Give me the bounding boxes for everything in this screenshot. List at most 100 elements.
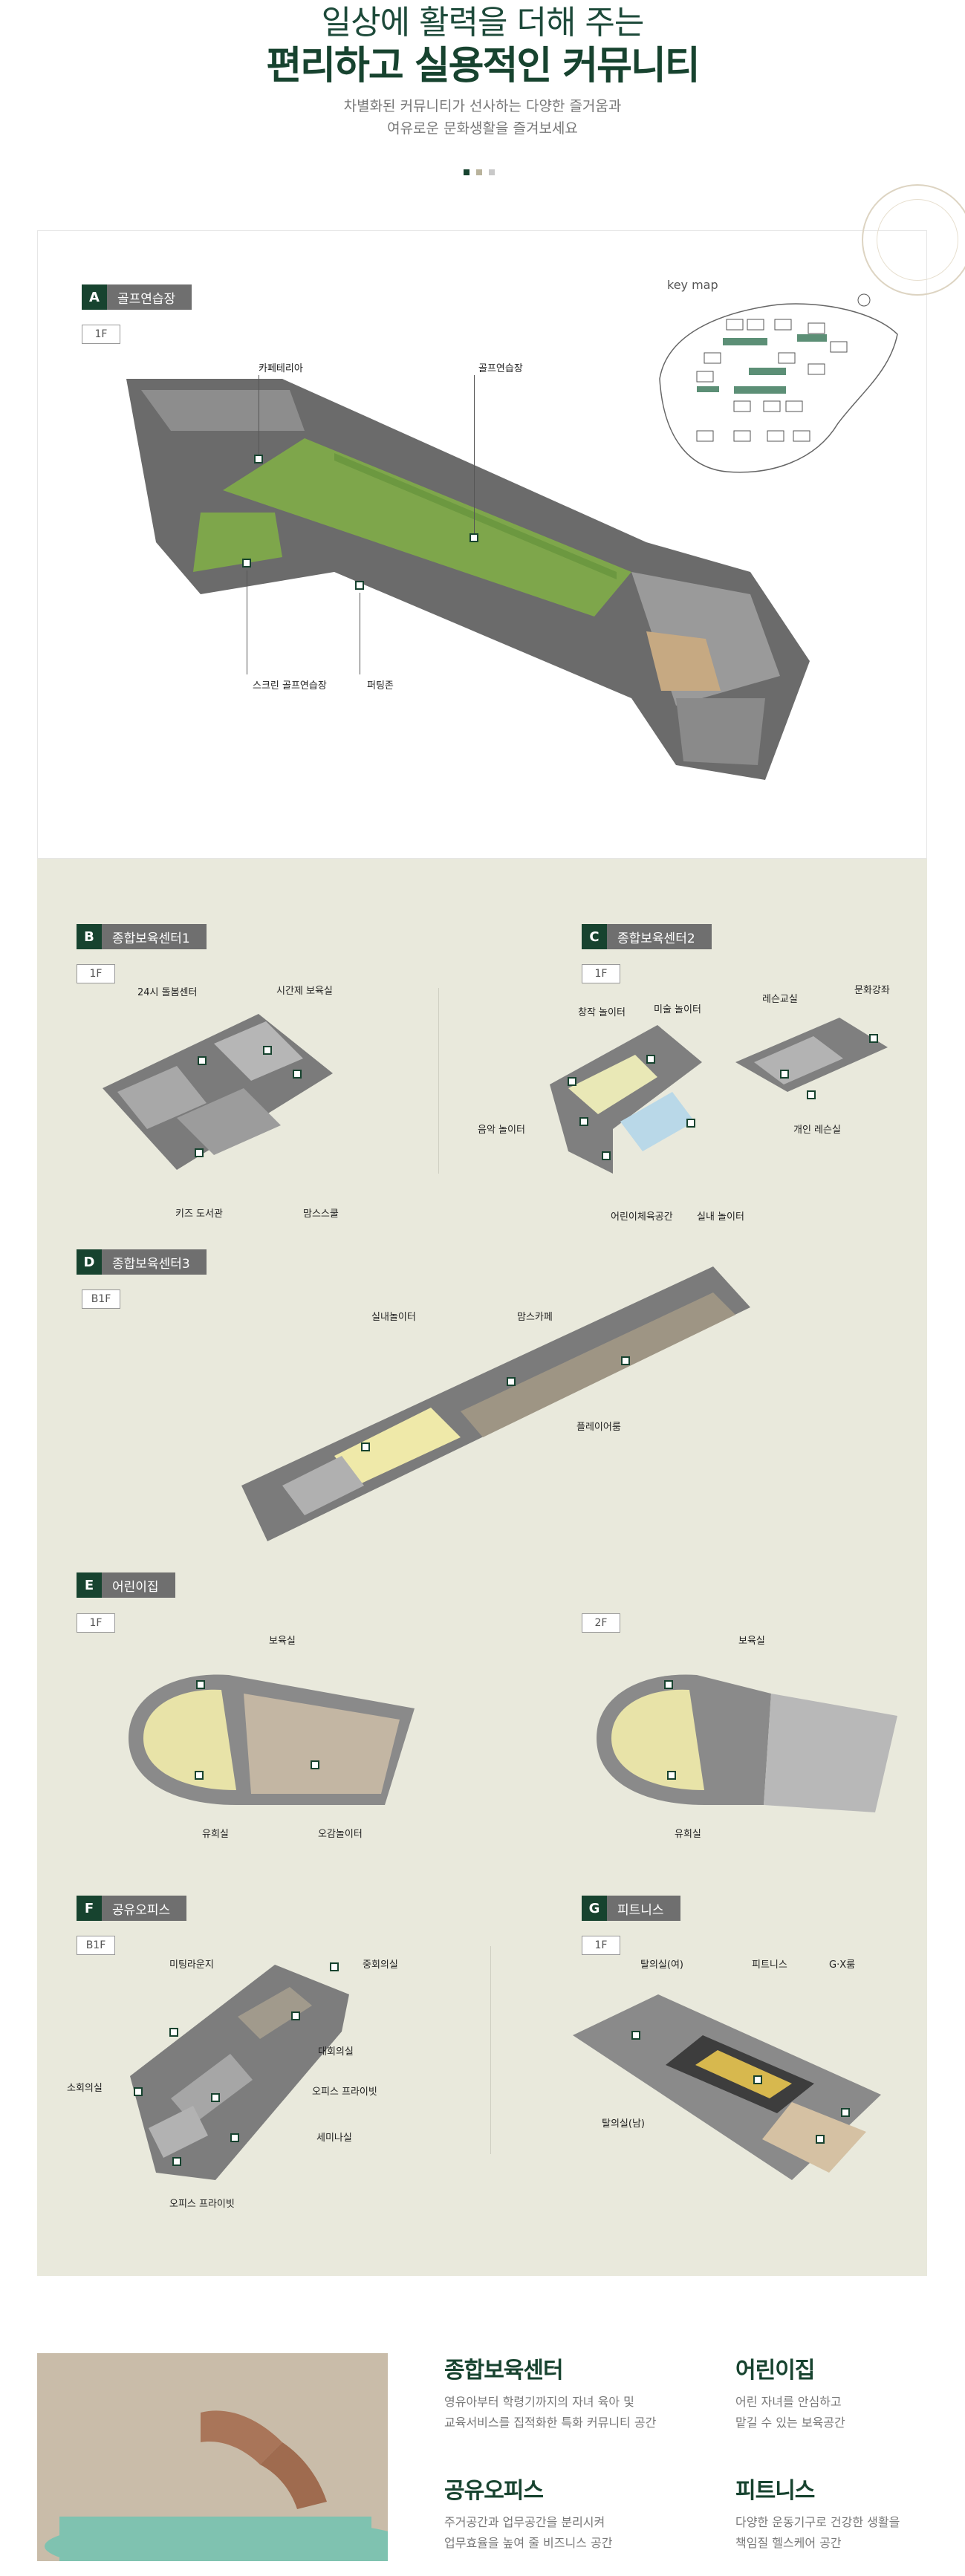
pin-moms-cafe[interactable] (507, 1377, 516, 1386)
label-sensory-play: 오감놀이터 (318, 1829, 363, 1840)
section-c-title: 종합보육센터2 (607, 924, 712, 949)
feature-daycare-desc: 어린 자녀를 안심하고 맡길 수 있는 보육공간 (735, 2395, 845, 2430)
label-24h-care: 24시 돌봄센터 (137, 987, 198, 998)
hero-subtitle-line1: 차별화된 커뮤니티가 선사하는 다양한 즐거움과 (343, 98, 622, 114)
fitness-plan (573, 1994, 881, 2180)
section-b-floor: 1F (77, 964, 115, 983)
pin-cafeteria[interactable] (254, 455, 263, 464)
daycare-2f-plan (597, 1674, 897, 1812)
carousel-dot-3[interactable] (489, 169, 495, 175)
yoga-mat-photo (37, 2353, 388, 2561)
section-c-badge: C 종합보육센터2 (582, 924, 712, 949)
pin-moms-school[interactable] (293, 1070, 302, 1079)
feature-childcare-desc: 영유아부터 학령기까지의 자녀 육아 및 교육서비스를 집적화한 특화 커뮤니티… (444, 2395, 657, 2430)
pin-indoor-playground[interactable] (361, 1443, 370, 1451)
pin-meeting-lounge[interactable] (169, 2028, 178, 2037)
pin-kids-library[interactable] (195, 1148, 204, 1157)
pin-seminar-room[interactable] (230, 2133, 239, 2142)
pin-art-play[interactable] (646, 1055, 655, 1064)
pin-locker-male[interactable] (816, 2135, 825, 2144)
feature-fitness-title: 피트니스 (735, 2478, 815, 2504)
label-screen-golf: 스크린 골프연습장 (253, 680, 327, 692)
pin-locker-female[interactable] (631, 2031, 640, 2040)
label-cafeteria: 카페테리아 (259, 363, 303, 374)
feature-childcare-title: 종합보육센터 (444, 2358, 564, 2384)
keymap-title: key map (667, 278, 718, 292)
section-e-letter: E (77, 1572, 102, 1598)
shared-office-plan (130, 1965, 349, 2180)
section-d-title: 종합보육센터3 (102, 1249, 207, 1275)
label-lesson-room: 레슨교실 (762, 994, 798, 1005)
pin-nursery-1f[interactable] (196, 1680, 205, 1689)
carousel-dots (464, 169, 495, 175)
section-f-floor: B1F (77, 1936, 115, 1955)
section-g-letter: G (582, 1896, 607, 1921)
hero-section: 일상에 활력을 더해 주는 편리하고 실용적인 커뮤니티 차별화된 커뮤니티가 … (0, 0, 965, 223)
pin-creative-play[interactable] (568, 1077, 576, 1086)
pin-player-room[interactable] (621, 1356, 630, 1365)
label-private-lesson: 개인 레슨실 (793, 1125, 841, 1136)
golf-floor-plan (126, 379, 810, 780)
childcare1-floor-plan (103, 1014, 333, 1170)
label-play-room-1f: 유희실 (202, 1829, 229, 1840)
label-golf-range: 골프연습장 (478, 363, 523, 374)
section-f-letter: F (77, 1896, 102, 1921)
pin-big-meeting[interactable] (291, 2011, 300, 2020)
pin-nursery-2f[interactable] (664, 1680, 673, 1689)
section-a-letter: A (82, 284, 107, 310)
pin-culture-class[interactable] (869, 1034, 878, 1043)
pin-fitness[interactable] (753, 2075, 762, 2084)
section-f-badge: F 공유오피스 (77, 1896, 187, 1921)
section-e-floor-1f: 1F (77, 1613, 115, 1633)
section-b-title: 종합보육센터1 (102, 924, 207, 949)
carousel-dot-2[interactable] (476, 169, 482, 175)
label-player-room: 플레이어룸 (576, 1422, 621, 1433)
childcare3-floor-plan (241, 1266, 750, 1541)
section-e-floor-2f: 2F (582, 1613, 620, 1633)
label-office-private-2: 오피스 프라이빗 (169, 2199, 235, 2210)
section-e-badge: E 어린이집 (77, 1572, 175, 1598)
carousel-dot-1[interactable] (464, 169, 469, 175)
enhance-stamp-logo (862, 184, 965, 296)
feature-shared-office-title: 공유오피스 (444, 2478, 544, 2504)
pin-golf-range[interactable] (469, 533, 478, 542)
label-indoor-play: 실내 놀이터 (697, 1211, 744, 1223)
pin-screen-golf[interactable] (242, 559, 251, 567)
pin-small-meeting[interactable] (134, 2087, 143, 2096)
pin-putting-zone[interactable] (355, 581, 364, 590)
section-d-floor: B1F (82, 1289, 120, 1309)
pin-office-private-2[interactable] (172, 2157, 181, 2166)
pin-gx-room[interactable] (841, 2108, 850, 2117)
label-small-meeting: 소회의실 (67, 2083, 103, 2094)
pin-play-room-2f[interactable] (667, 1771, 676, 1780)
pin-office-private-1[interactable] (211, 2093, 220, 2102)
pin-music-play[interactable] (579, 1117, 588, 1126)
label-fitness: 피트니스 (752, 1959, 787, 1971)
section-a-badge: A 골프연습장 (82, 284, 192, 310)
section-e-title: 어린이집 (102, 1572, 175, 1598)
pin-indoor-play[interactable] (686, 1119, 695, 1128)
pin-play-room-1f[interactable] (195, 1771, 204, 1780)
section-f-title: 공유오피스 (102, 1896, 187, 1921)
pin-private-lesson[interactable] (807, 1090, 816, 1099)
pin-time-care[interactable] (263, 1046, 272, 1055)
hero-subtitle: 차별화된 커뮤니티가 선사하는 다양한 즐거움과 여유로운 문화생활을 즐겨보세… (0, 95, 965, 140)
pin-kids-gym[interactable] (602, 1151, 611, 1160)
label-nursery-2f: 보육실 (738, 1636, 765, 1647)
label-big-meeting: 대회의실 (318, 2046, 354, 2058)
label-seminar-room: 세미나실 (316, 2133, 352, 2144)
pin-sensory-play[interactable] (311, 1760, 319, 1769)
section-c-floor: 1F (582, 964, 620, 983)
label-music-play: 음악 놀이터 (478, 1125, 525, 1136)
feature-fitness-desc: 다양한 운동기구로 건강한 생활을 책임질 헬스케어 공간 (735, 2515, 900, 2550)
label-mid-meeting: 중회의실 (363, 1959, 398, 1971)
pin-mid-meeting[interactable] (330, 1962, 339, 1971)
label-locker-female: 탈의실(여) (640, 1959, 683, 1971)
pin-lesson-room[interactable] (780, 1070, 789, 1079)
label-time-care: 시간제 보육실 (276, 986, 333, 997)
hero-line1: 일상에 활력을 더해 주는 (321, 4, 645, 42)
pin-24h-care[interactable] (198, 1056, 207, 1065)
keymap-diagram (659, 293, 898, 473)
section-a-title: 골프연습장 (107, 284, 192, 310)
label-kids-gym: 어린이체육공간 (611, 1211, 673, 1223)
